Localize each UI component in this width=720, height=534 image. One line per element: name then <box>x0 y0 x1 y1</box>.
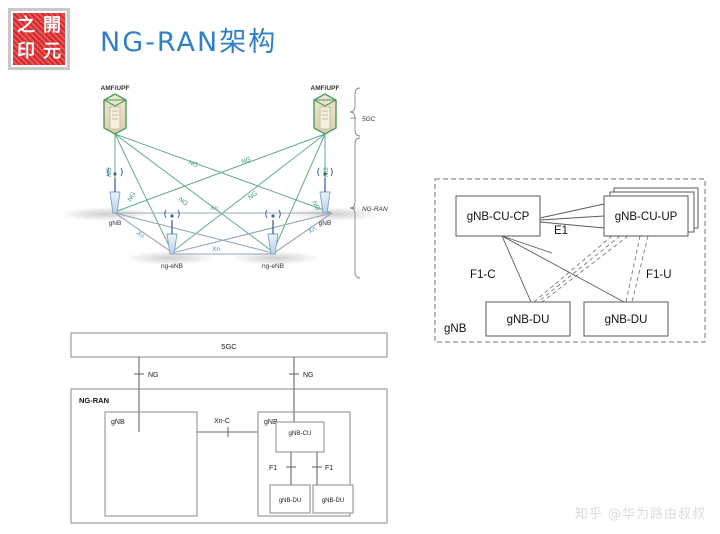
interface-label-ng: NG <box>187 159 199 169</box>
interface-label-ng: NG <box>247 190 259 202</box>
interface-label-xnc: Xn-C <box>214 418 230 425</box>
box-label-gnb-left: gNB <box>111 419 125 426</box>
seal-logo: 之 開 印 元 <box>8 8 70 70</box>
interface-label-ng: NG <box>240 156 252 166</box>
box-label-gnb-cu-cp: gNB-CU-CP <box>467 211 530 223</box>
box-gnb-du-left[interactable] <box>485 301 571 337</box>
box-label-gnb-du-left: gNB-DU <box>507 314 550 326</box>
node-gnb <box>107 167 123 214</box>
box-gnb-cu-up[interactable] <box>603 187 699 237</box>
interface-label-e1: E1 <box>554 225 568 237</box>
container-label-gnb: gNB <box>444 323 467 335</box>
interface-label-xn: Xn <box>134 229 146 240</box>
page-title: NG-RAN架构 <box>100 27 278 58</box>
ngran-topology-diagram: NG NG NG NG NG NG NG NG Xn Xn Xn Xn AMF/… <box>60 82 430 317</box>
interface-label-f1u: F1-U <box>646 269 672 281</box>
box-label-gnb-du-right: gNB-DU <box>322 498 344 504</box>
box-label-5gc: 5GC <box>221 342 237 351</box>
ngran-logical-architecture-diagram: 5GC NG NG NG-RAN gNB Xn-C gNB gNB-CU F1 … <box>68 330 393 526</box>
gnb-cu-du-split-diagram: gNB-CU-CP gNB-CU-UP gNB-DU gNB-DU E1 F1-… <box>434 178 706 350</box>
box-gnb-cu-cp[interactable] <box>455 195 541 237</box>
interface-label-xn: Xn <box>211 246 220 253</box>
interface-label-xn: Xn <box>306 225 318 236</box>
box-label-ngran: NG-RAN <box>79 396 109 405</box>
box-label-gnb-du-left: gNB-DU <box>279 498 301 504</box>
interface-label-ng: NG <box>106 167 113 177</box>
interface-label-ng: NG <box>127 191 138 203</box>
interface-label-ng-left: NG <box>148 372 159 379</box>
interface-label-ng: NG <box>310 200 321 212</box>
brace-5gc <box>349 87 361 137</box>
node-ng-enb <box>265 209 281 255</box>
node-ng-enb <box>164 209 180 255</box>
brace-ngran <box>349 137 361 279</box>
box-ngran[interactable] <box>70 388 388 524</box>
box-gnb-du-right[interactable] <box>583 301 669 337</box>
box-label-gnb-right: gNB <box>264 419 278 426</box>
interface-label-xn: Xn <box>209 205 218 212</box>
seal-char: 印 <box>17 41 35 62</box>
node-amf-upf <box>313 93 337 135</box>
node-label-amf-upf: AMF/UPF <box>101 85 130 92</box>
interface-label-ng-right: NG <box>303 372 314 379</box>
box-label-gnb-cu-up: gNB-CU-UP <box>615 211 678 223</box>
node-label-gnb: gNB <box>319 220 332 227</box>
seal-char: 開 <box>43 15 61 36</box>
interface-label-f1-left: F1 <box>269 465 277 472</box>
interface-label-f1-right: F1 <box>325 465 333 472</box>
box-5gc[interactable] <box>70 332 388 358</box>
node-amf-upf <box>103 93 127 135</box>
watermark: 知乎 @华为路由叔叔 <box>574 507 706 522</box>
node-label-ng-enb: ng-eNB <box>161 263 183 270</box>
seal-char: 之 <box>17 15 35 36</box>
node-label-amf-upf: AMF/UPF <box>311 85 340 92</box>
box-label-gnb-cu: gNB-CU <box>288 430 311 437</box>
interface-label-f1c: F1-C <box>470 269 496 281</box>
brace-label-ngran: NG-RAN <box>362 206 388 213</box>
brace-label-5gc: 5GC <box>362 116 376 123</box>
seal-char: 元 <box>43 41 61 62</box>
box-gnb-cu[interactable] <box>275 421 325 453</box>
node-gnb <box>317 167 333 214</box>
box-label-gnb-du-right: gNB-DU <box>605 314 648 326</box>
box-gnb-du-right[interactable] <box>312 484 354 514</box>
box-gnb-left[interactable] <box>104 411 198 517</box>
box-gnb-du-left[interactable] <box>269 484 311 514</box>
box-gnb-right[interactable] <box>257 411 351 517</box>
gnb-container-border <box>434 178 706 343</box>
node-label-ng-enb: ng-eNB <box>262 263 284 270</box>
interface-label-ng: NG <box>177 196 189 208</box>
node-label-gnb: gNB <box>109 220 122 227</box>
interface-label-ng: NG <box>323 167 330 177</box>
